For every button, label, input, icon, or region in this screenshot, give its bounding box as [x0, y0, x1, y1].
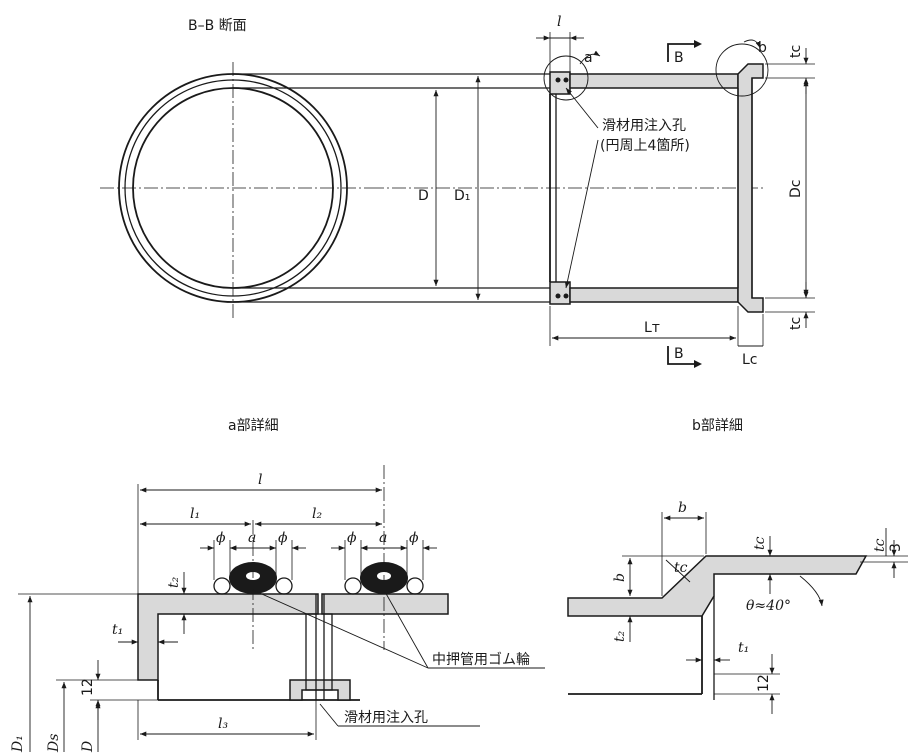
svg-text:Ds: Ds	[46, 734, 62, 753]
b-dim-theta: θ≈40°	[746, 575, 824, 614]
svg-text:Lᴛ: Lᴛ	[644, 320, 660, 336]
svg-text:Dc: Dc	[788, 180, 804, 198]
dim-l-top: l	[536, 14, 584, 72]
b-dim-tc-top: tc	[752, 536, 773, 594]
svg-text:D₁: D₁	[454, 188, 470, 204]
svg-text:ϕ: ϕ	[216, 530, 226, 546]
svg-text:ϕ: ϕ	[409, 530, 419, 546]
callout-a-label: a	[584, 50, 593, 66]
injection-hole-label: 滑材用注入孔	[319, 703, 480, 727]
a-dim-D1: D₁	[10, 593, 138, 753]
detail-b-title: b部詳細	[692, 418, 743, 434]
a-dim-l: l	[137, 472, 382, 594]
b-dim-tc-frac: tc 3	[860, 528, 908, 578]
b-dim-t2: t₂	[612, 616, 633, 642]
dim-LT: Lᴛ	[549, 306, 764, 346]
svg-text:t₂: t₂	[612, 630, 628, 642]
detail-a-title: a部詳細	[228, 418, 279, 434]
svg-text:l₁: l₁	[190, 506, 200, 522]
svg-text:a: a	[379, 530, 387, 546]
svg-text:l: l	[557, 14, 561, 30]
a-dim-t2: t₂	[166, 572, 187, 634]
svg-text:tc: tc	[752, 536, 768, 550]
b-dim-12: 12	[714, 654, 780, 714]
callout-b-label: b	[758, 40, 767, 56]
svg-text:tc: tc	[674, 560, 688, 576]
svg-text:B: B	[674, 50, 684, 66]
svg-text:a: a	[248, 530, 256, 546]
svg-text:b: b	[612, 573, 628, 582]
section-mark-bottom: B	[667, 346, 702, 368]
b-dim-b-vert: b	[612, 555, 704, 596]
svg-text:l₂: l₂	[312, 506, 322, 522]
dim-D: D	[418, 90, 439, 286]
svg-text:12: 12	[756, 674, 772, 692]
end-view-circle	[100, 62, 370, 318]
a-dim-D: D	[80, 702, 101, 753]
svg-text:t₁: t₁	[112, 622, 123, 638]
section-mark-top: B	[667, 40, 702, 66]
svg-text:θ≈40°: θ≈40°	[746, 598, 791, 614]
pipe-side-view	[549, 63, 764, 313]
svg-text:tc: tc	[788, 317, 804, 330]
section-title: B–B 断面	[188, 18, 247, 34]
dim-tc-bottom: tc	[788, 282, 809, 330]
svg-text:t₂: t₂	[166, 576, 182, 588]
a-dim-phi-a-left: ϕ a ϕ	[200, 530, 306, 580]
b-dim-t1: t₁	[686, 640, 749, 663]
svg-text:滑材用注入孔: 滑材用注入孔	[344, 709, 428, 726]
dim-Lc: Lc	[738, 345, 763, 368]
svg-text:D: D	[80, 741, 96, 753]
svg-text:ϕ: ϕ	[278, 530, 288, 546]
svg-text:l: l	[258, 472, 262, 488]
dim-tc-top: tc	[788, 45, 809, 94]
callout-b-circle	[715, 43, 769, 97]
svg-text:b: b	[678, 500, 687, 516]
svg-text:tc: tc	[788, 45, 804, 58]
b-dim-tc-diag: tc	[665, 559, 691, 583]
a-dim-phi-a-right: ϕ a ϕ	[331, 530, 437, 580]
detail-a-body	[137, 465, 449, 701]
a-dim-l1: l₁	[140, 506, 251, 527]
rubber-ring-label: 中押管用ゴム輪	[252, 589, 545, 669]
svg-text:12: 12	[80, 678, 96, 696]
svg-text:D: D	[418, 188, 429, 204]
a-dim-l2: l₂	[255, 506, 382, 527]
dim-Dc: Dc	[765, 63, 815, 313]
svg-text:l₃: l₃	[218, 716, 228, 732]
hole-label: 滑材用注入孔 (円周上4箇所)	[564, 87, 690, 289]
svg-text:Lc: Lc	[742, 352, 758, 368]
svg-text:B: B	[674, 346, 684, 362]
svg-text:ϕ: ϕ	[347, 530, 357, 546]
svg-text:tc: tc	[872, 538, 888, 552]
a-dim-t1: t₁	[112, 622, 178, 645]
b-dim-b-horiz: b	[661, 500, 707, 596]
svg-text:滑材用注入孔: 滑材用注入孔	[602, 117, 686, 134]
svg-text:(円周上4箇所): (円周上4箇所)	[600, 137, 690, 154]
svg-text:t₁: t₁	[738, 640, 749, 656]
callout-a-circle	[543, 55, 589, 101]
a-dim-l3: l₃	[137, 700, 317, 740]
svg-text:中押管用ゴム輪: 中押管用ゴム輪	[432, 651, 530, 668]
svg-text:3: 3	[888, 543, 904, 552]
dim-D1: D₁	[454, 76, 481, 300]
svg-text:D₁: D₁	[10, 735, 26, 753]
projection-lines	[233, 73, 765, 303]
a-dim-12: 12	[80, 660, 158, 720]
a-dim-Ds: Ds	[46, 679, 138, 753]
